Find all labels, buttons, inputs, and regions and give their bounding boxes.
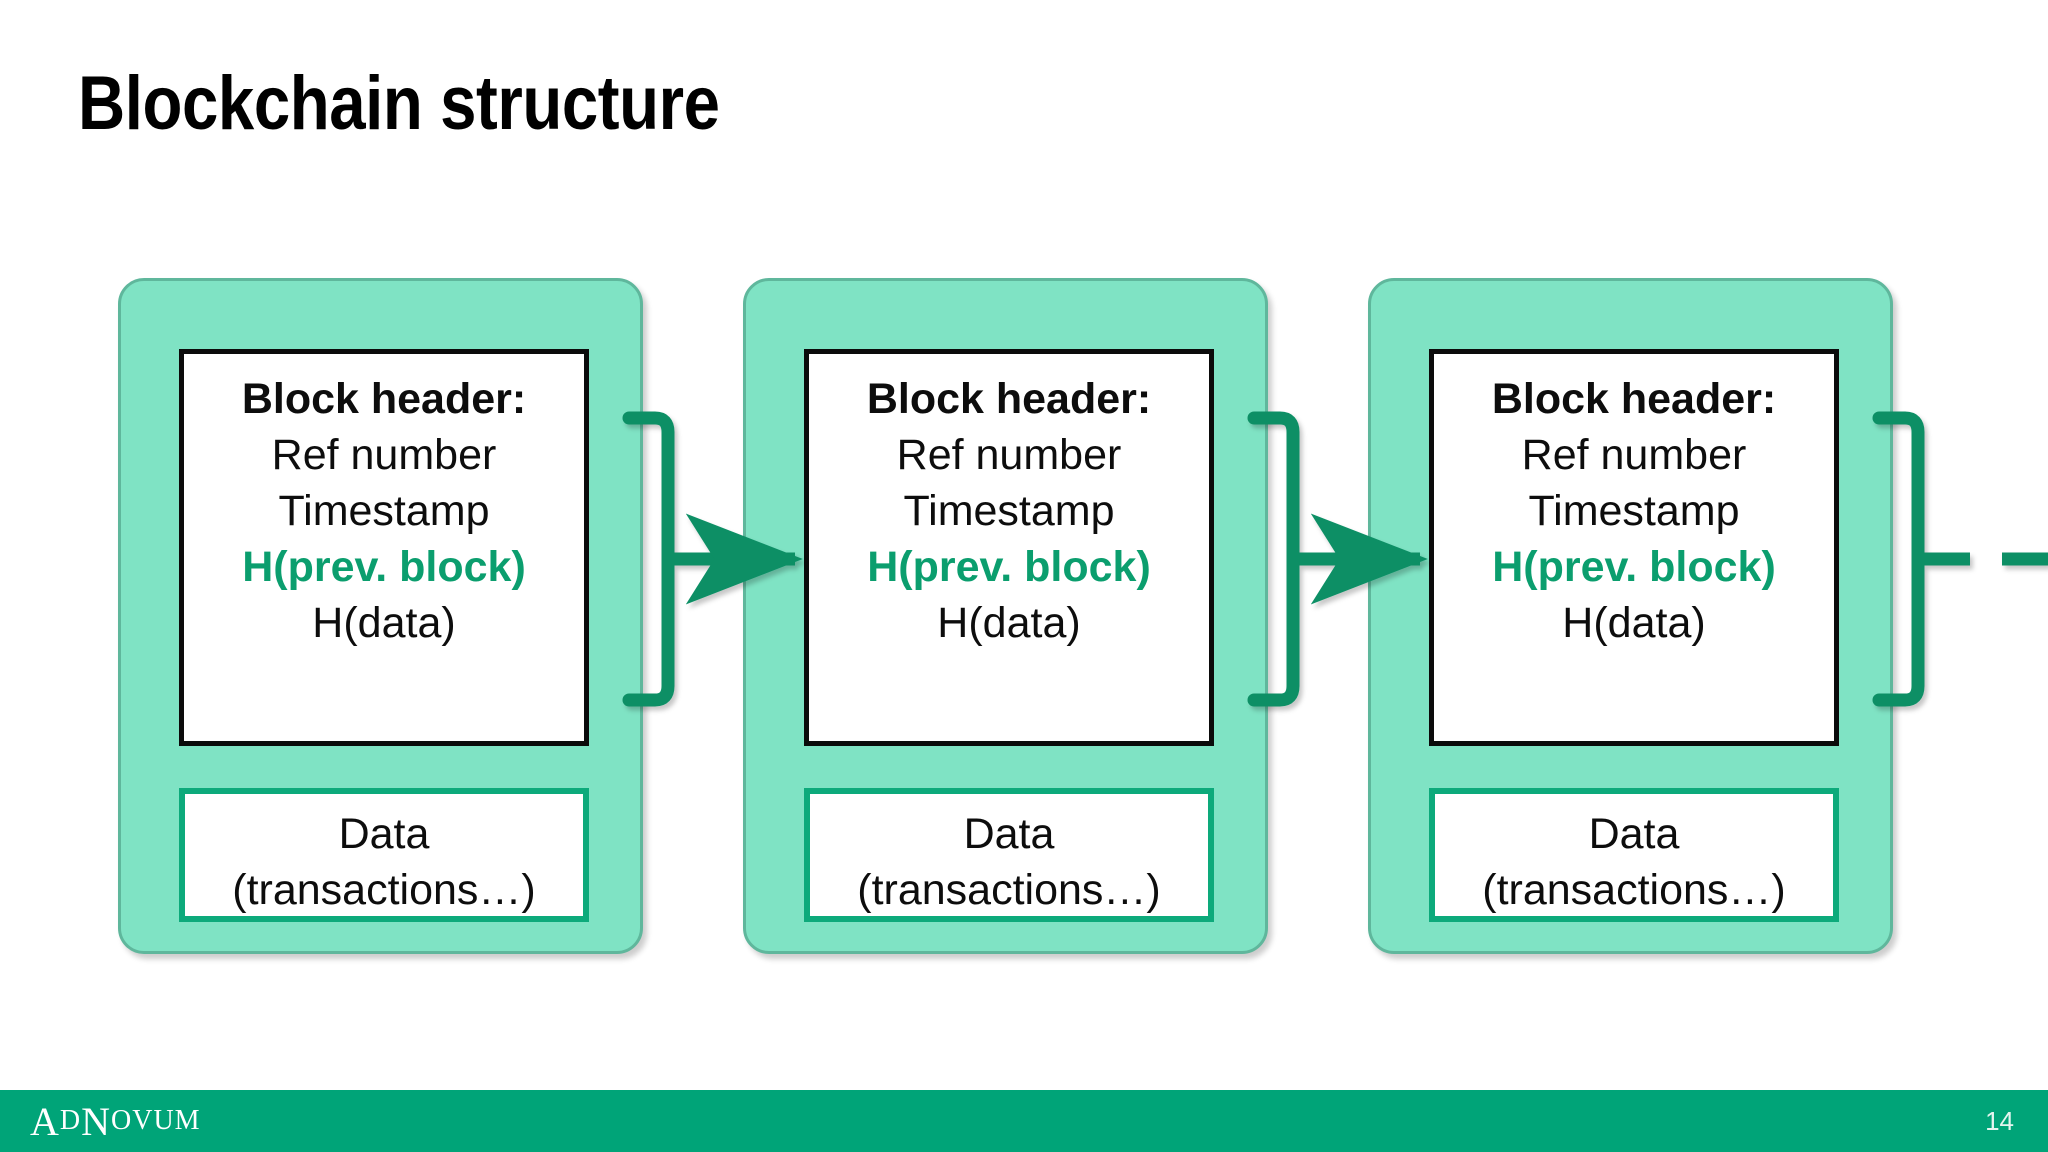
block-2-field-hash-prev-block: H(prev. block)	[867, 543, 1151, 591]
block-1-data-label: Data	[338, 810, 430, 858]
block-3[interactable]: Block header: Ref number Timestamp H(pre…	[1368, 278, 1893, 954]
block-2-field-timestamp: Timestamp	[903, 487, 1115, 535]
block-1-header-box: Block header: Ref number Timestamp H(pre…	[179, 349, 589, 746]
block-1-field-hash-prev-block: H(prev. block)	[242, 543, 526, 591]
block-3-field-hash-data: H(data)	[1562, 599, 1706, 647]
block-2-data-sublabel: (transactions…)	[857, 866, 1161, 914]
block-3-field-ref-number: Ref number	[1521, 431, 1747, 479]
block-1-data-box: Data (transactions…)	[179, 788, 589, 922]
block-1-field-ref-number: Ref number	[271, 431, 497, 479]
block-3-header-title: Block header:	[1491, 375, 1777, 423]
logo-letters-ovum: OVUM	[111, 1105, 201, 1136]
outgoing-dashed-link	[1872, 411, 2048, 707]
block-3-data-label: Data	[1588, 810, 1680, 858]
block-2-field-hash-data: H(data)	[937, 599, 1081, 647]
block-3-data-sublabel: (transactions…)	[1482, 866, 1786, 914]
block-2-header-title: Block header:	[866, 375, 1152, 423]
block-1-data-sublabel: (transactions…)	[232, 866, 536, 914]
block-2-field-ref-number: Ref number	[896, 431, 1122, 479]
block-1-field-timestamp: Timestamp	[278, 487, 490, 535]
blockchain-diagram: Block header: Ref number Timestamp H(pre…	[10, 278, 2048, 954]
block-1-field-hash-data: H(data)	[312, 599, 456, 647]
block-2-header-box: Block header: Ref number Timestamp H(pre…	[804, 349, 1214, 746]
block-2[interactable]: Block header: Ref number Timestamp H(pre…	[743, 278, 1268, 954]
block-2-data-label: Data	[963, 810, 1055, 858]
block-2-data-box: Data (transactions…)	[804, 788, 1214, 922]
block-1-header-title: Block header:	[241, 375, 527, 423]
block-1[interactable]: Block header: Ref number Timestamp H(pre…	[118, 278, 643, 954]
block-3-header-box: Block header: Ref number Timestamp H(pre…	[1429, 349, 1839, 746]
block-3-data-box: Data (transactions…)	[1429, 788, 1839, 922]
logo-letter-n: N	[81, 1098, 112, 1144]
block-3-field-timestamp: Timestamp	[1528, 487, 1740, 535]
logo-letter-d: D	[59, 1105, 82, 1136]
block-3-field-hash-prev-block: H(prev. block)	[1492, 543, 1776, 591]
page-number: 14	[1985, 1105, 2014, 1136]
page-title: Blockchain structure	[78, 61, 720, 146]
logo-letter-a: A	[30, 1098, 60, 1144]
